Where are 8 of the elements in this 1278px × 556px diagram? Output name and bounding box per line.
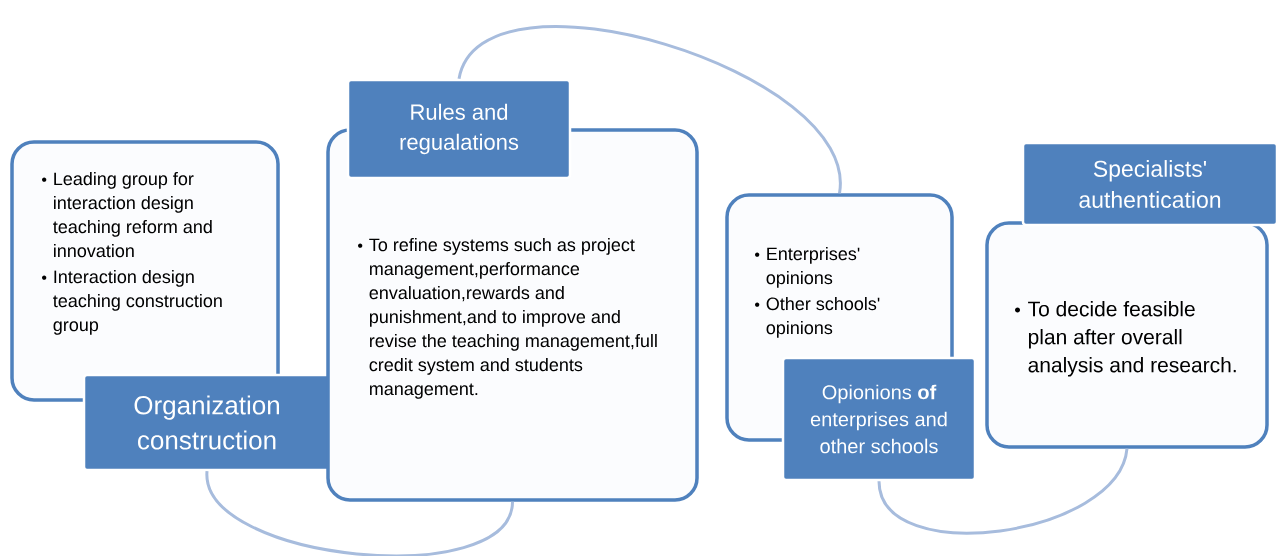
heading-box: Rules and regualations [346,78,572,180]
curved-connector [877,448,1129,535]
heading-box: Opionions of enterprises and other schools [781,356,977,482]
curved-connector [457,25,841,194]
heading-box: Organization construction [82,373,332,472]
content-box: To decide feasible plan after overall analysis and research. [985,221,1269,449]
curved-connector [205,470,514,556]
heading-box: Specialists' authentication [1021,141,1278,227]
